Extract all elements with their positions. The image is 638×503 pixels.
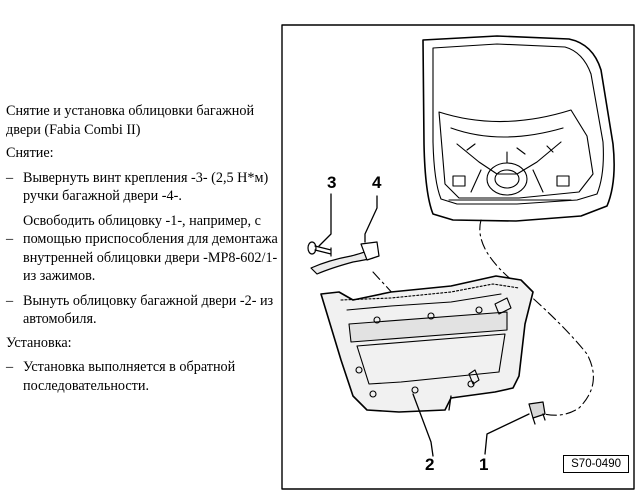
removal-step-text: Освободить облицовку -1-, например, с по…	[23, 212, 278, 285]
callout-4: 4	[372, 173, 382, 192]
instruction-text: Снятие и установка облицовки багажной дв…	[6, 102, 278, 395]
removal-step-text: Вывернуть винт крепления -3- (2,5 Н*м) р…	[23, 169, 269, 205]
figure-drawing	[281, 24, 635, 490]
installation-step-text: Установка выполняется в обратной последо…	[23, 359, 236, 394]
document-title: Снятие и установка облицовки багажной дв…	[6, 103, 255, 138]
screw-part-3	[307, 241, 332, 257]
tailgate-door-drawing	[422, 35, 615, 222]
callout-1: 1	[479, 455, 489, 474]
list-bullet: –	[6, 292, 14, 309]
figure-code: S70-0490	[563, 455, 629, 473]
handle-part-4	[310, 241, 380, 275]
callout-3: 3	[327, 173, 337, 192]
leader-line-door-to-clip	[479, 219, 594, 416]
removal-step-text: Вынуть облицовку багажной двери -2- из а…	[23, 292, 274, 328]
removal-step-1: – Вывернуть винт крепления -3- (2,5 Н*м)…	[6, 169, 278, 206]
installation-heading: Установка:	[6, 334, 72, 351]
list-bullet: –	[6, 169, 14, 186]
figure-frame	[281, 24, 635, 490]
installation-step-1: – Установка выполняется в обратной после…	[6, 358, 278, 395]
removal-heading: Снятие:	[6, 145, 54, 161]
callout-2: 2	[425, 455, 435, 474]
trim-panel-drawing	[320, 275, 534, 413]
list-bullet: –	[6, 230, 14, 247]
list-bullet: –	[6, 359, 14, 375]
callout-leaders	[318, 193, 530, 457]
removal-step-3: – Вынуть облицовку багажной двери -2- из…	[6, 292, 278, 329]
tailgate-trim-figure: 3 4 2 1 S70-0490	[281, 24, 635, 490]
clip-part-1	[528, 401, 546, 425]
removal-step-2: – Освободить облицовку -1-, например, с …	[6, 212, 278, 286]
